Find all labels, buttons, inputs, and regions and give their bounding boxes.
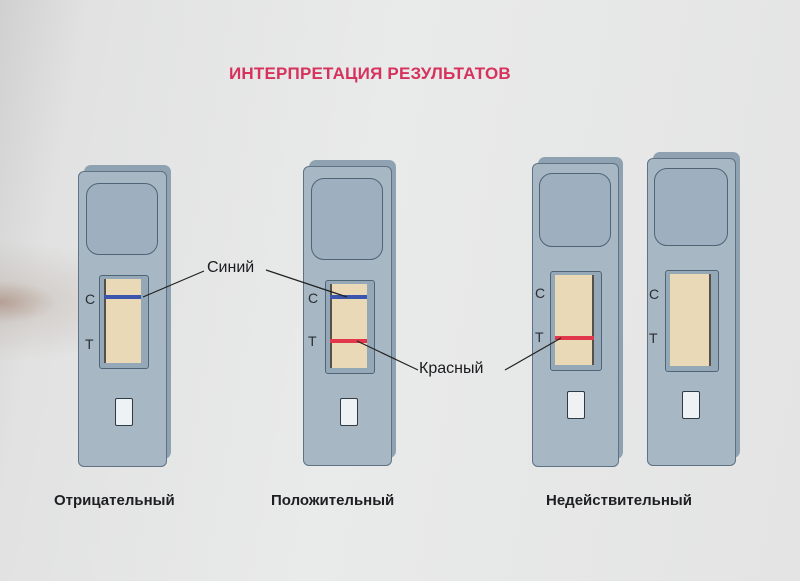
cassette-top-window — [311, 178, 383, 260]
test-strip — [555, 275, 594, 365]
cassette-top-window — [654, 168, 728, 246]
page-title: ИНТЕРПРЕТАЦИЯ РЕЗУЛЬТАТОВ — [229, 64, 511, 83]
test-mark: T — [649, 330, 658, 346]
test-strip — [104, 279, 141, 363]
test-mark: T — [85, 336, 94, 352]
test-line-red — [330, 339, 367, 343]
cassette-top-window — [86, 183, 158, 255]
control-line-blue — [330, 295, 367, 299]
strip-edge — [709, 274, 711, 366]
control-mark: C — [649, 286, 660, 302]
test-line-red — [555, 336, 594, 340]
test-mark: T — [535, 329, 544, 345]
strip-edge — [330, 284, 332, 368]
leader-line-red-positive — [356, 340, 419, 371]
control-line-blue — [104, 295, 141, 299]
control-mark: C — [85, 291, 96, 307]
cassette-top-window — [539, 173, 611, 247]
control-mark: C — [308, 290, 319, 306]
result-label-negative: Отрицательный — [54, 492, 175, 509]
leader-line-blue-negative — [142, 270, 205, 298]
result-label-invalid: Недействительный — [546, 492, 692, 509]
test-strip — [670, 274, 711, 366]
callout-red: Красный — [419, 360, 484, 377]
leader-line-blue-positive — [265, 269, 348, 298]
sample-well — [682, 391, 700, 419]
sample-well — [115, 398, 133, 426]
callout-blue: Синий — [207, 259, 255, 276]
strip-edge — [592, 275, 594, 365]
sample-well — [567, 391, 585, 419]
test-mark: T — [308, 333, 317, 349]
control-mark: C — [535, 285, 546, 301]
leader-line-red-invalid — [504, 337, 562, 371]
strip-edge — [104, 279, 106, 363]
sample-well — [340, 398, 358, 426]
result-label-positive: Положительный — [271, 492, 395, 509]
